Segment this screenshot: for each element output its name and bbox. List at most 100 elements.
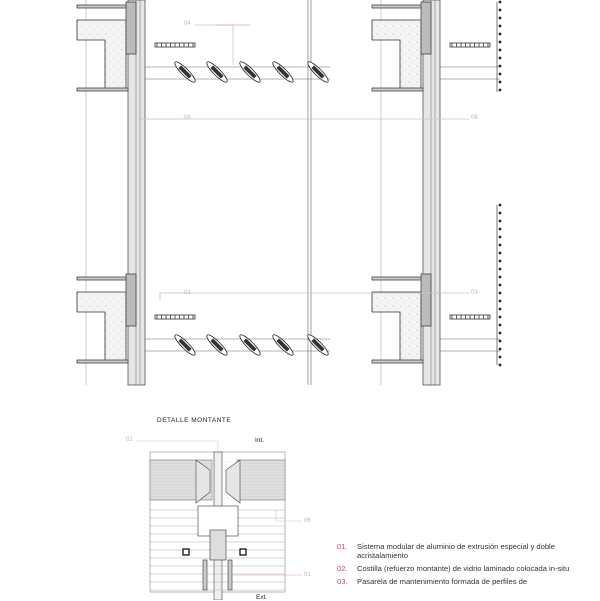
louver-core xyxy=(243,65,257,79)
legend-item: 03. Pasarela de mantenimiento formada de … xyxy=(337,577,600,586)
legend: 01. Sistema modular de aluminio de extrus… xyxy=(337,542,600,590)
leader-line xyxy=(275,510,302,522)
label-left-04: 04 xyxy=(184,21,191,27)
legend-text: Sistema modular de aluminio de extrusión… xyxy=(357,542,555,560)
floor-finish xyxy=(76,276,129,281)
right-section xyxy=(140,0,502,386)
concrete-slab xyxy=(76,291,127,363)
louver-core xyxy=(210,65,224,79)
leader-line xyxy=(159,292,183,300)
mesh-node xyxy=(498,347,502,351)
mesh-node xyxy=(498,299,502,303)
concrete-slab xyxy=(371,291,422,363)
legend-number: 03. xyxy=(337,577,348,586)
label-left-03: 03 xyxy=(184,290,191,296)
mesh-node xyxy=(498,72,502,76)
legend-item: 01. Sistema modular de aluminio de extrus… xyxy=(337,542,600,560)
legend-item: 02. Costilla (refuerzo montante) de vidri… xyxy=(337,564,600,573)
spandrel-panel xyxy=(420,1,432,55)
louver-core xyxy=(311,338,325,352)
mesh-node xyxy=(498,80,502,84)
legend-number: 01. xyxy=(337,542,348,551)
louver-core xyxy=(276,338,290,352)
mesh-node xyxy=(498,243,502,247)
glass-pane-right xyxy=(227,559,233,591)
ceiling-line xyxy=(76,359,129,364)
detail-label-01: 01 xyxy=(304,572,311,578)
mesh-node xyxy=(498,56,502,60)
louver-core xyxy=(178,338,192,352)
floor-finish xyxy=(371,4,424,9)
mesh-node xyxy=(498,251,502,255)
louver-blade xyxy=(174,61,196,83)
detail-label-02: 02 xyxy=(126,437,133,443)
mesh-node xyxy=(498,24,502,28)
louver-blade xyxy=(206,334,228,356)
mesh-node xyxy=(498,40,502,44)
louver-blade xyxy=(174,334,196,356)
mesh-node xyxy=(498,219,502,223)
louver-core xyxy=(210,338,224,352)
mesh-node xyxy=(498,0,502,4)
mesh-node xyxy=(498,267,502,271)
mesh-node xyxy=(498,315,502,319)
mesh-node xyxy=(498,259,502,263)
mesh-node xyxy=(498,339,502,343)
label-right-06: 06 xyxy=(471,115,478,121)
concrete-slab xyxy=(76,19,127,91)
mesh-node xyxy=(498,64,502,68)
mesh-node xyxy=(498,211,502,215)
label-left-06: 06 xyxy=(184,115,191,121)
mesh-node xyxy=(498,323,502,327)
legend-number: 02. xyxy=(337,564,348,573)
louver-blade xyxy=(272,334,294,356)
louver-blade xyxy=(307,334,329,356)
spandrel-panel xyxy=(125,1,137,55)
mesh-node xyxy=(498,331,502,335)
mesh-node xyxy=(498,32,502,36)
mesh-node xyxy=(498,88,502,92)
mesh-node xyxy=(498,235,502,239)
louver-blade xyxy=(239,61,261,83)
mesh-node xyxy=(498,355,502,359)
spandrel-panel xyxy=(420,273,432,327)
label-right-03: 03 xyxy=(471,290,478,296)
mesh-node xyxy=(498,275,502,279)
facade-mullion xyxy=(422,0,441,386)
glass-pane-left xyxy=(202,559,208,591)
interior-label: Int. xyxy=(255,437,265,444)
leader-line xyxy=(195,24,234,65)
gasket-right xyxy=(239,548,247,556)
floor-finish xyxy=(76,4,129,9)
louver-blade xyxy=(206,61,228,83)
mesh-node xyxy=(498,307,502,311)
concrete-slab xyxy=(371,19,422,91)
louver-blade xyxy=(272,61,294,83)
mesh-node xyxy=(498,16,502,20)
detail-label-06: 06 xyxy=(304,518,311,524)
mesh-node xyxy=(498,8,502,12)
ceiling-line xyxy=(76,87,129,92)
legend-text: Costilla (refuerzo montante) de vidrio l… xyxy=(357,564,570,573)
louver-core xyxy=(276,65,290,79)
floor-finish xyxy=(371,276,424,281)
louver-core xyxy=(311,65,325,79)
louver-core xyxy=(178,65,192,79)
facade-mullion xyxy=(127,0,146,386)
legend-text: Pasarela de mantenimiento formada de per… xyxy=(357,577,528,586)
clamp-right xyxy=(225,459,241,504)
ceiling-line xyxy=(371,87,424,92)
mesh-node xyxy=(498,203,502,207)
gasket-left xyxy=(182,548,190,556)
ceiling-line xyxy=(371,359,424,364)
mesh-node xyxy=(498,48,502,52)
mesh-node xyxy=(498,363,502,367)
mesh-node xyxy=(498,291,502,295)
leader-line xyxy=(159,292,470,300)
mesh-node xyxy=(498,227,502,231)
louver-blade xyxy=(307,61,329,83)
louver-blade xyxy=(239,334,261,356)
spandrel-panel xyxy=(125,273,137,327)
clamp-left xyxy=(195,459,211,504)
